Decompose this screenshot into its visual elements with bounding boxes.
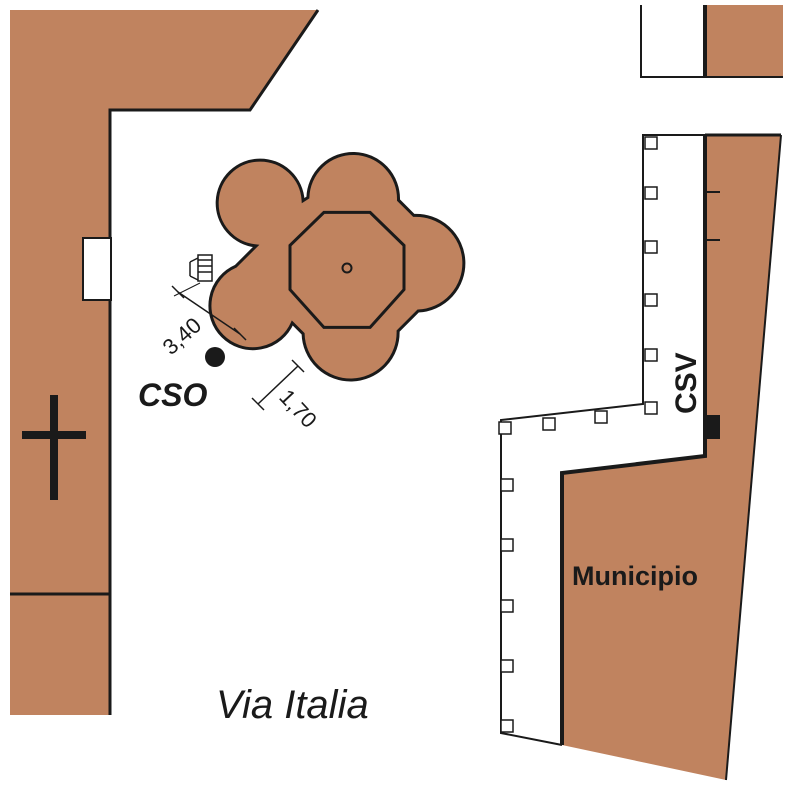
csv-marker [706,415,720,439]
dimension-b [251,359,305,411]
church-block [10,10,318,715]
fountain [189,152,466,382]
cross-icon [22,395,86,500]
portico-pillar [644,293,658,307]
portico-pillar [644,401,658,415]
portico-pillars [498,136,658,733]
csv-label: CSV [670,352,703,414]
church-building [10,9,320,715]
cso-marker [205,347,225,367]
portico-pillar [500,599,514,613]
fountain-basin [208,152,466,382]
portico-pillar [644,348,658,362]
church-entrance [82,237,112,301]
dimension-a-label: 3,40 [158,312,207,359]
portico-pillar [500,719,514,733]
municipio-building [560,133,782,781]
portico-pillar [500,478,514,492]
portico-pillar [644,240,658,254]
fountain-steps [189,254,213,282]
portico-pillar [500,538,514,552]
municipio-label: Municipio [572,561,698,591]
portico-pillar [498,421,512,435]
fountain-center [341,262,353,274]
portico-pillar [644,186,658,200]
portico-pillar [644,136,658,150]
block-top-right [640,5,783,78]
portico [498,134,705,746]
portico-pillar [594,410,608,424]
dimension-a [171,282,247,341]
portico-pillar [542,417,556,431]
fountain-octagon [288,210,406,329]
portico-pillar [500,659,514,673]
street-label: Via Italia [216,683,369,727]
church-wall-line [108,9,320,715]
cso-label: CSO [138,377,207,413]
dimension-b-label: 1,70 [274,384,321,432]
